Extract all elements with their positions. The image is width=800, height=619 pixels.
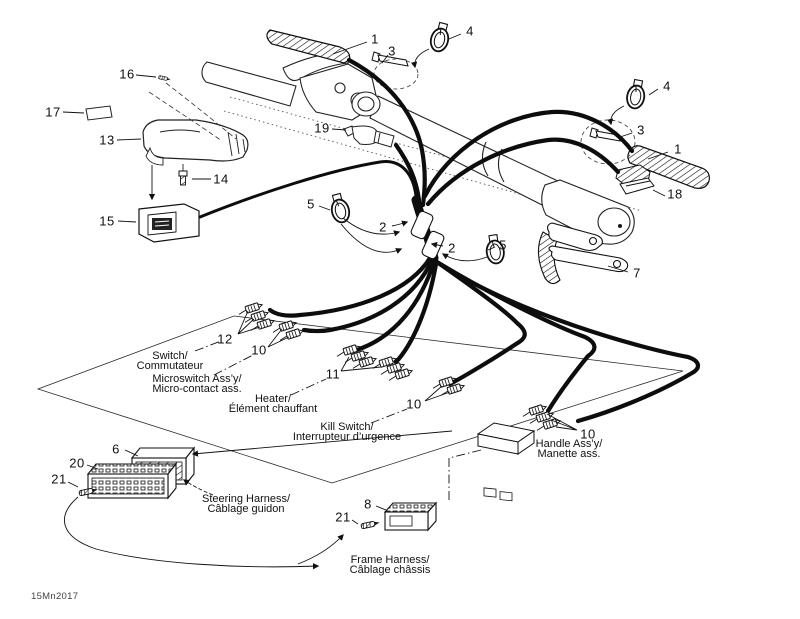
dimmer-switch-15 [138, 203, 200, 243]
callout-6: 6 [112, 441, 120, 457]
screw-21-mid [360, 519, 381, 530]
label-frame-harness: Frame Harness/Câblage châssis [349, 554, 431, 576]
panel-outline [36, 315, 684, 484]
leader-lines [62, 33, 669, 525]
callout-1-right: 1 [674, 141, 682, 157]
callout-19: 19 [314, 120, 330, 136]
diagram-code: 15Mn2017 [31, 591, 79, 602]
callout-21-mid: 21 [335, 509, 351, 525]
label-microswitch: Microswitch Ass’y/Micro-contact ass. [152, 373, 242, 395]
connector-housing [476, 422, 536, 502]
lever-assembly-7 [537, 222, 629, 285]
callout-14: 14 [213, 171, 229, 187]
adhesive-strip-right [589, 127, 621, 142]
harness-wires [198, 57, 700, 424]
callout-2-left: 2 [379, 219, 387, 235]
callout-20: 20 [69, 455, 85, 471]
terminals-10-handle [520, 402, 562, 433]
callout-17: 17 [45, 104, 61, 120]
callout-21-left: 21 [51, 471, 67, 487]
screw-axis-lines [148, 82, 237, 142]
cable-tie-5-left [327, 191, 353, 226]
screw-16 [158, 75, 172, 82]
callout-5-left: 5 [307, 196, 315, 212]
callout-1-top: 1 [371, 31, 379, 47]
connector-18 [615, 164, 655, 195]
connector-19 [343, 125, 395, 148]
adhesive-strip-top [371, 51, 409, 67]
callout-10-kill: 10 [406, 396, 422, 412]
callout-3-top: 3 [388, 43, 396, 59]
callout-12: 12 [217, 331, 233, 347]
callout-18: 18 [667, 186, 683, 202]
leader-arrows [64, 48, 625, 570]
label-switch: Switch/Commutateur [136, 350, 204, 372]
callout-4-top: 4 [466, 23, 474, 39]
callout-10-handle: 10 [580, 426, 596, 442]
callout-16: 16 [119, 66, 135, 82]
label-handle-assy: Handle Ass’y/Manette ass. [535, 438, 603, 460]
label-steering-harness: Steering Harness/Câblage guidon [201, 493, 291, 515]
cable-tie-4-top [427, 20, 453, 55]
reference-lines [194, 340, 482, 502]
callout-2-right: 2 [448, 240, 456, 256]
terminals-11 [334, 342, 414, 383]
terminals-10-left [270, 318, 305, 343]
callout-13: 13 [99, 132, 115, 148]
screw-14 [178, 164, 188, 186]
label-plate-17 [85, 105, 113, 121]
callout-8: 8 [364, 496, 372, 512]
throttle-housing [142, 119, 249, 166]
label-heater: Heater/Élément chauffant [228, 393, 318, 415]
callout-3-right: 3 [637, 122, 645, 138]
handlebar-assembly [201, 52, 635, 245]
callout-11: 11 [325, 366, 341, 382]
connector-20 [86, 462, 178, 500]
label-kill-switch: Kill Switch/Interrupteur d’urgence [292, 421, 402, 443]
callout-15: 15 [99, 213, 115, 229]
callout-7: 7 [633, 265, 641, 281]
callout-5-right: 5 [499, 237, 507, 253]
grip-heater-right [627, 145, 710, 189]
terminals-12 [236, 300, 276, 333]
cable-tie-4-right [624, 77, 648, 111]
connector-8 [383, 501, 438, 532]
callout-10-left: 10 [251, 342, 267, 358]
callout-4-right: 4 [663, 78, 671, 94]
